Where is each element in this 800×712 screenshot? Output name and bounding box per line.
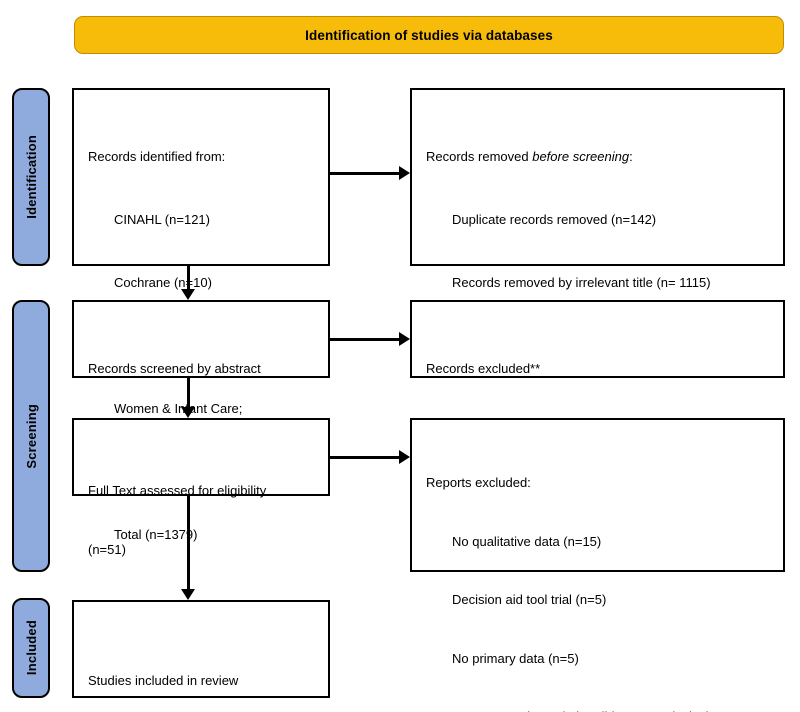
reports-excluded-item: Decision aid tool trial (n=5) — [452, 592, 607, 607]
arrowhead-down-icon — [181, 289, 195, 300]
phase-label-included: Included — [23, 620, 39, 676]
phase-band-screening: Screening — [12, 300, 50, 572]
fulltext-assessed-count: (n=51) — [88, 541, 126, 557]
phase-label-identification: Identification — [23, 135, 39, 219]
records-removed-heading-pre: Records removed — [426, 149, 533, 164]
reports-excluded-item: Outcome and population did not meet incl… — [426, 707, 773, 712]
records-removed-heading-post: : — [629, 149, 633, 164]
connector-identified-to-screened — [187, 266, 190, 289]
records-identified-item: Cochrane (n=10) — [114, 275, 212, 290]
banner-title: Identification of studies via databases — [305, 27, 553, 43]
records-removed-heading: Records removed before screening: — [426, 146, 773, 167]
phase-band-identification: Identification — [12, 88, 50, 266]
arrowhead-right-icon — [399, 332, 410, 346]
fulltext-assessed-line: Full Text assessed for eligibility — [88, 483, 267, 498]
phase-band-included: Included — [12, 598, 50, 698]
identification-banner: Identification of studies via databases — [74, 16, 784, 54]
arrowhead-right-icon — [399, 166, 410, 180]
box-records-excluded: Records excluded** (n=71) — [410, 300, 785, 435]
connector-fulltext-to-included — [187, 496, 190, 589]
box-reports-excluded: Reports excluded: No qualitative data (n… — [410, 418, 785, 712]
reports-excluded-heading: Reports excluded: — [426, 475, 531, 490]
arrowhead-right-icon — [399, 450, 410, 464]
studies-included-line: Studies included in review — [88, 673, 239, 688]
reports-excluded-item: No qualitative data (n=15) — [452, 533, 602, 549]
records-excluded-line: Records excluded** — [426, 361, 541, 376]
arrowhead-down-icon — [181, 589, 195, 600]
records-removed-item: Records removed by irrelevant title (n= … — [452, 275, 711, 290]
connector-fulltext-to-reports-excluded — [330, 456, 399, 459]
box-reports-excluded-text: Reports excluded: No qualitative data (n… — [426, 434, 773, 712]
connector-identified-to-removed — [330, 172, 399, 175]
records-removed-heading-italic: before screening — [532, 149, 630, 164]
box-studies-included-text: Studies included in review (n=14) — [88, 632, 318, 712]
records-removed-item: Duplicate records removed (n=142) — [452, 212, 657, 227]
connector-screened-to-fulltext — [187, 378, 190, 407]
box-records-identified: Records identified from: CINAHL (n=121) … — [72, 88, 330, 542]
records-screened-line: Records screened by abstract — [88, 361, 261, 376]
records-identified-heading: Records identified from: — [88, 149, 226, 164]
box-fulltext-assessed: Full Text assessed for eligibility (n=51… — [72, 418, 330, 557]
box-records-removed: Records removed before screening: Duplic… — [410, 88, 785, 353]
box-records-removed-text: Records removed before screening: Duplic… — [426, 104, 773, 398]
records-identified-item: CINAHL (n=121) — [114, 212, 210, 227]
connector-screened-to-records-excluded — [330, 338, 399, 341]
records-identified-item: Total (n=1379) — [114, 527, 198, 542]
arrowhead-down-icon — [181, 407, 195, 418]
box-studies-included: Studies included in review (n=14) — [72, 600, 330, 698]
box-fulltext-assessed-text: Full Text assessed for eligibility (n=51… — [88, 442, 318, 598]
phase-label-screening: Screening — [23, 403, 39, 469]
reports-excluded-item: No primary data (n=5) — [452, 650, 579, 666]
box-records-screened: Records screened by abstract (n=122) — [72, 300, 330, 435]
